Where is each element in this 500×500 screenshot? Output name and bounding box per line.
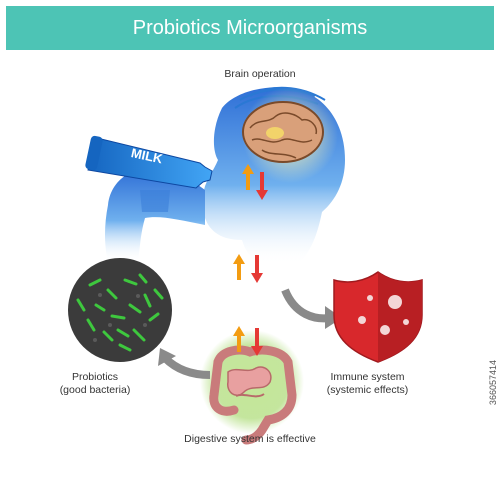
brain-label: Brain operation [224,68,296,80]
arrow-to-immune [281,288,331,323]
intestine-icon [209,345,297,445]
bottle-label: MILK [130,145,165,166]
shield-icon [333,271,423,363]
probiotics-label-line1: Probiotics [71,371,119,383]
probiotics-label-line2: (good bacteria) [59,384,131,396]
brain-icon [242,101,324,163]
immune-label-line2: (systemic effects) [326,384,409,396]
probiotics-label: Probiotics (good bacteria) [40,371,150,397]
title-banner: Probiotics Microorganisms [6,6,494,50]
bacteria-icon [68,258,172,362]
page-title: Probiotics Microorganisms [132,17,368,39]
gut-brain-arrows [233,254,263,283]
gut-arrows [233,326,263,356]
immune-label: Immune system (systemic effects) [300,371,435,397]
immune-label-line1: Immune system [330,371,405,383]
stock-id: 366057414 [488,360,498,406]
digestive-label: Digestive system is effective [184,433,316,445]
brain-arrows [242,164,268,200]
arrow-to-probiotics-head [158,348,176,366]
milk-bottle: MILK [85,135,213,189]
